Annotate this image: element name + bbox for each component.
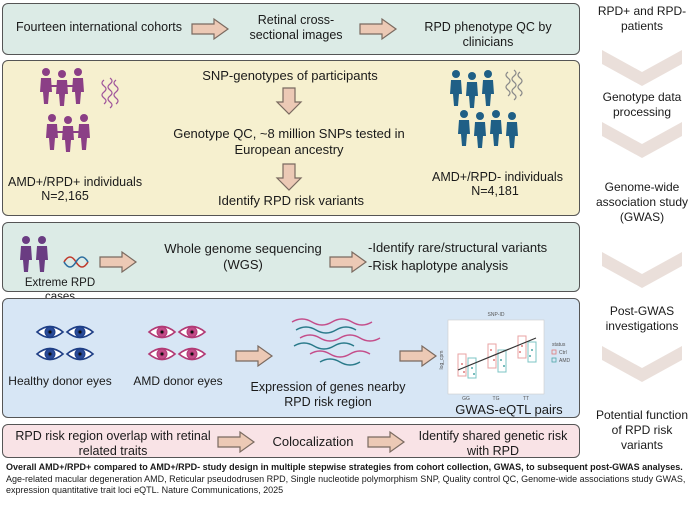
snp-text: SNP-genotypes of participants <box>202 68 378 83</box>
wgs-text: Whole genome sequencing (WGS) <box>164 241 322 272</box>
healthy-eyes-icon <box>36 325 94 361</box>
legend-amd: AMD <box>559 358 571 364</box>
side-label-gwas: Genome-wide association study (GWAS) <box>595 180 689 224</box>
panel-colocalization <box>2 424 580 458</box>
legend-ctrl: Ctrl <box>559 350 567 356</box>
amd-eyes-icon <box>148 325 206 361</box>
squiggle-gray-icon <box>505 69 523 101</box>
left-group-n: N=2,165 <box>41 189 89 203</box>
caption-normal: Age-related macular degeneration AMD, Re… <box>6 473 686 496</box>
caption-bold: Overall AMD+/RPD+ compared to AMD+/RPD- … <box>6 462 683 472</box>
arrow-row5-b <box>367 431 405 453</box>
squiggle-purple-icon <box>101 77 119 109</box>
coloc-text: Colocalization <box>272 434 354 449</box>
plot-tick-tg: TG <box>493 396 500 402</box>
chevron-2-icon <box>602 122 682 158</box>
eqtl-boxplot <box>447 319 545 395</box>
chevron-3-icon <box>602 252 682 288</box>
arrow-row1-b <box>359 18 397 40</box>
overlap-text: RPD risk region overlap with retinal rel… <box>15 429 211 458</box>
amd-eyes-text: AMD donor eyes <box>133 374 223 388</box>
left-group-label: AMD+/RPD+ individuals <box>8 175 143 189</box>
healthy-eyes-text: Healthy donor eyes <box>8 374 112 388</box>
side-label-genotype: Genotype data processing <box>602 90 682 119</box>
qc-text: RPD phenotype QC by clinicians <box>424 20 552 49</box>
extreme-cases-icon <box>20 236 48 272</box>
identify-risk-text: Identify RPD risk variants <box>218 193 364 208</box>
plot-ylabel: log_cpm <box>439 351 445 370</box>
people-amd-rpd-pos-icon <box>40 68 90 152</box>
dna-icon <box>63 256 89 268</box>
rare-variants-text: -Identify rare/structural variants <box>368 240 548 255</box>
arrow-row4-b <box>399 345 437 367</box>
expression-text: Expression of genes nearby RPD risk regi… <box>250 380 406 409</box>
side-label-function: Potential function of RPD risk variants <box>595 408 689 452</box>
gwas-eqtl-text: GWAS-eQTL pairs <box>455 402 563 417</box>
legend-swatch-amd <box>551 357 557 363</box>
arrow-row4-a <box>235 345 273 367</box>
chevron-4-icon <box>602 346 682 382</box>
side-label-postgwas: Post-GWAS investigations <box>605 304 679 333</box>
arrow-down-2 <box>276 163 302 191</box>
shared-risk-text: Identify shared genetic risk with RPD <box>418 429 568 458</box>
panel-wgs <box>2 222 580 292</box>
figure-caption: Overall AMD+/RPD+ compared to AMD+/RPD- … <box>6 462 690 497</box>
images-text: Retinal cross-sectional images <box>249 13 343 42</box>
cohorts-text: Fourteen international cohorts <box>15 20 183 34</box>
legend-title: status <box>552 342 566 348</box>
chevron-1-icon <box>602 50 682 86</box>
panel-cohort-collection <box>2 3 580 55</box>
arrow-down-1 <box>276 87 302 115</box>
arrow-row3-a <box>99 251 137 273</box>
right-group-n: N=4,181 <box>471 184 519 198</box>
genotype-qc-text: Genotype QC, ~8 million SNPs tested in E… <box>173 126 405 157</box>
arrow-row3-b <box>329 251 367 273</box>
arrow-row5-a <box>217 431 255 453</box>
right-group-label: AMD+/RPD- individuals <box>432 170 563 184</box>
side-label-patients: RPD+ and RPD- patients <box>597 4 687 33</box>
plot-tick-gg: GG <box>462 396 470 402</box>
gene-strands-icon <box>291 318 381 366</box>
plot-title: SNP-ID <box>488 312 505 318</box>
people-amd-rpd-neg-icon <box>450 70 518 148</box>
arrow-row1-a <box>191 18 229 40</box>
haplotype-text: -Risk haplotype analysis <box>368 258 509 273</box>
legend-swatch-ctrl <box>551 349 557 355</box>
plot-tick-tt: TT <box>523 396 529 402</box>
